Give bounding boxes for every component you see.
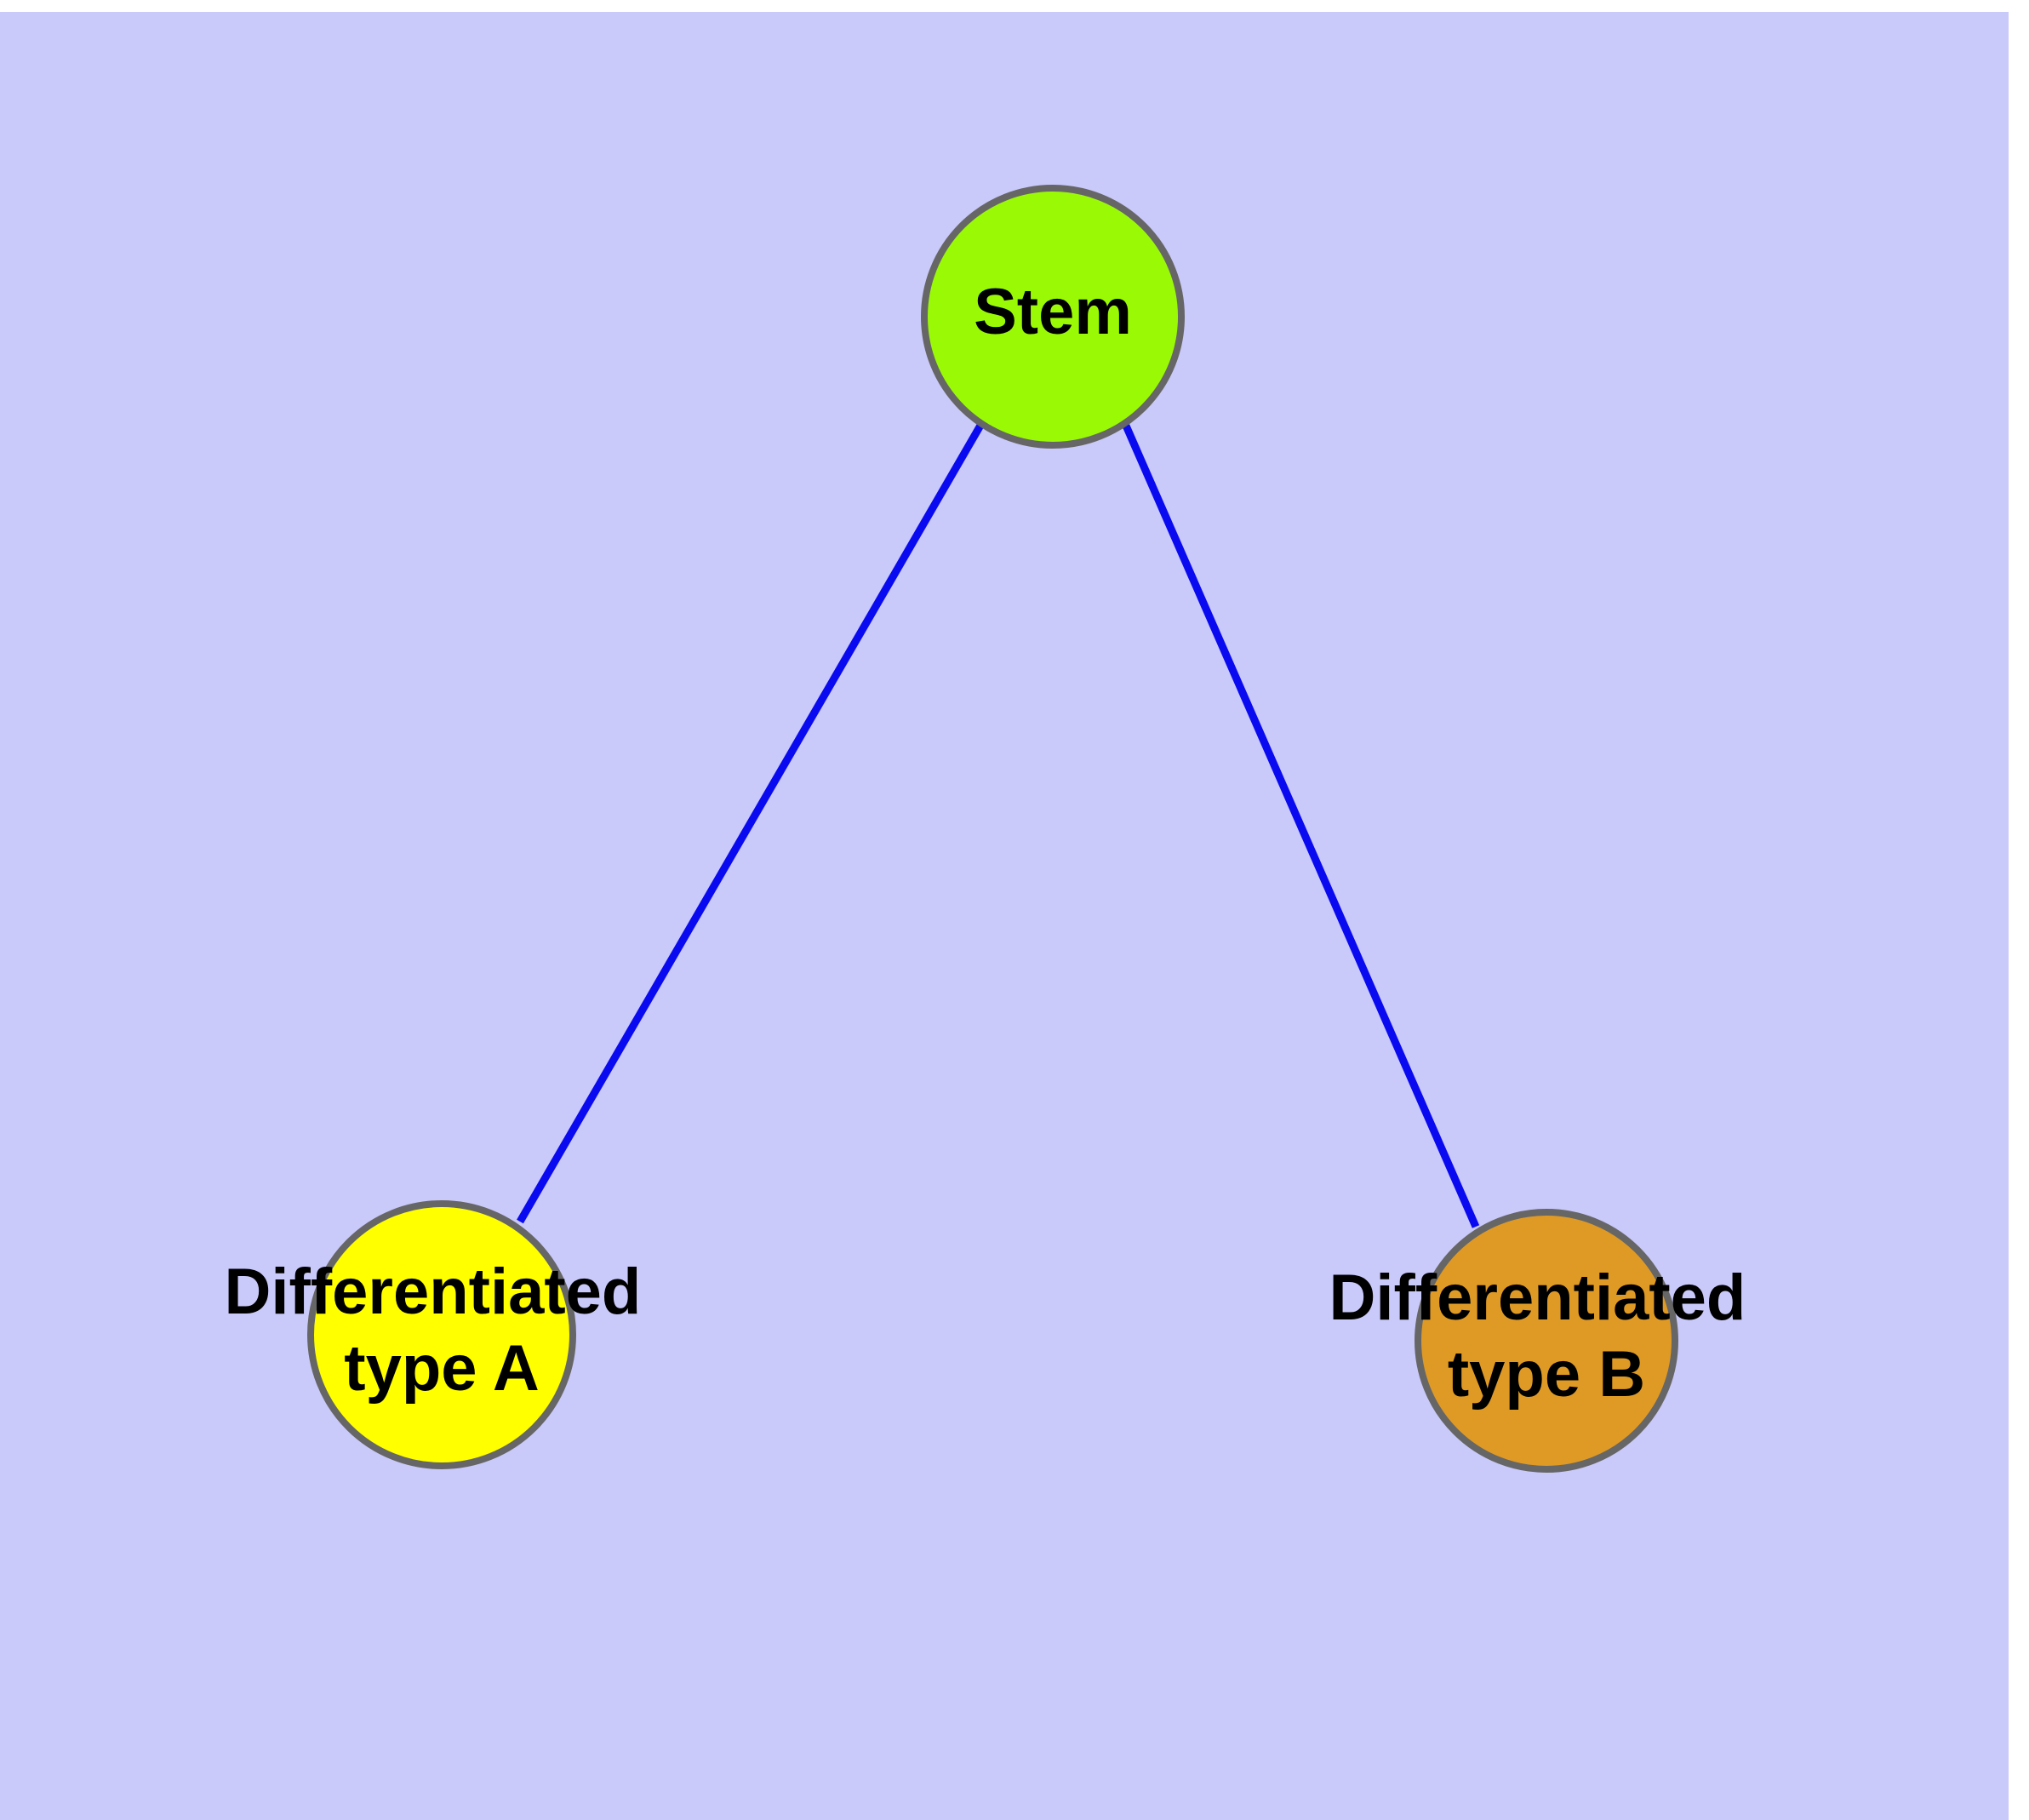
node-stem-label: Stem xyxy=(974,276,1132,348)
edge-stem-to-differentiated-type-b[interactable] xyxy=(1122,424,1480,1228)
node-stem[interactable]: Stem xyxy=(921,185,1185,449)
node-differentiated-type-a-label: Differentiated type A xyxy=(225,1256,660,1405)
node-stem-circle[interactable] xyxy=(921,185,1185,449)
node-differentiated-type-a[interactable]: Differentiated type A xyxy=(225,1200,660,1469)
edge-stem-to-differentiated-type-a[interactable] xyxy=(517,421,985,1224)
nodes-layer: Stem Differentiated type A Differentiate… xyxy=(225,185,1764,1473)
node-differentiated-type-b-circle[interactable] xyxy=(1415,1209,1678,1473)
node-differentiated-type-b-label: Differentiated type B xyxy=(1329,1262,1764,1411)
node-differentiated-type-b[interactable]: Differentiated type B xyxy=(1329,1209,1764,1473)
node-differentiated-type-a-circle[interactable] xyxy=(307,1200,576,1469)
edges-layer xyxy=(517,421,1480,1228)
